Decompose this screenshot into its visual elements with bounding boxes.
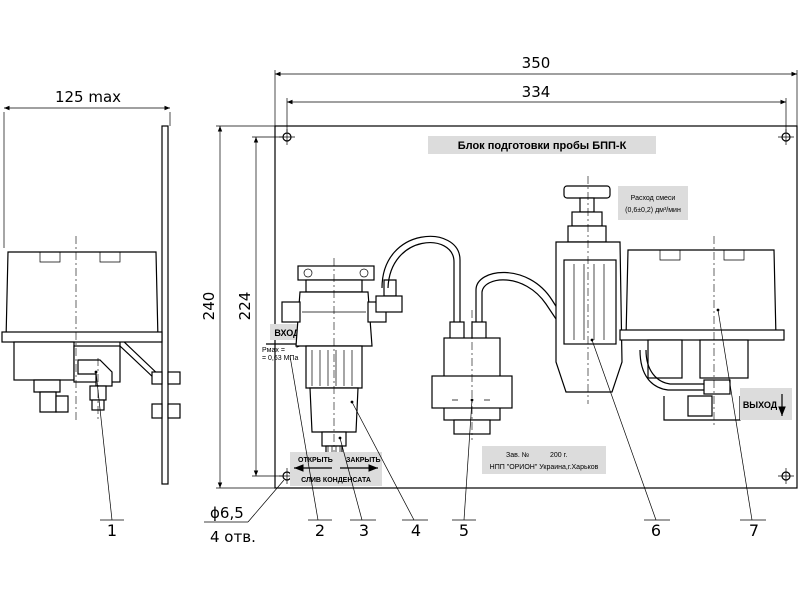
side-bolt-top (151, 371, 163, 385)
flowmeter (555, 176, 623, 404)
hole-height-dimension: 224 (236, 292, 254, 321)
gauge-housing (619, 236, 785, 428)
serial-plate (482, 446, 606, 474)
drain-label: СЛИВ КОНДЕНСАТА (301, 477, 371, 484)
side-view: 125 max (1, 88, 181, 485)
total-width-dimension: 350 (522, 54, 551, 72)
input-label: ВХОД (274, 328, 300, 338)
title-plate (428, 136, 656, 154)
callout-4: 4 (411, 521, 421, 540)
panel-title: Блок подготовки пробы БПП-К (458, 140, 627, 152)
side-plate (161, 125, 169, 485)
maker-label: НПП "ОРИОН" Украина,г.Харьков (490, 464, 599, 471)
drain-plate (290, 452, 382, 486)
hole-width-dimension: 334 (522, 83, 551, 101)
dimensions: 350 334 240 224 ϕ6,5 4 отв. (200, 54, 798, 546)
hole-diameter: ϕ6,5 (210, 504, 244, 522)
year-label: 200 г. (550, 452, 567, 459)
flow-plate (618, 186, 688, 220)
side-bolt-bottom (151, 403, 163, 419)
tubing (375, 235, 567, 323)
serial-label: Зав. № (506, 452, 529, 459)
callout-1: 1 (107, 521, 117, 540)
flow-label: Расход смеси (631, 195, 676, 202)
output-label: ВЫХОД (743, 400, 778, 410)
callout-5: 5 (459, 521, 469, 540)
flow-value: (0,6±0,2) дм³/мин (625, 207, 681, 214)
callout-3: 3 (359, 521, 369, 540)
callout-6: 6 (651, 521, 661, 540)
callouts: 1 2 3 4 5 6 7 (95, 309, 766, 540)
input-plate (270, 324, 304, 340)
regulator-box (431, 310, 513, 440)
close-label: ЗАКРЫТЬ (346, 457, 381, 464)
hole-count: 4 отв. (210, 528, 256, 546)
open-label: ОТКРЫТЬ (298, 457, 333, 464)
callout-7: 7 (749, 521, 759, 540)
pressure-line-2: = 0,63 МПа (262, 355, 298, 362)
side-width-dimension: 125 max (55, 88, 121, 106)
pressure-line-1: Pмах = (262, 347, 285, 354)
side-housing (5, 251, 159, 341)
total-height-dimension: 240 (200, 292, 218, 321)
filter-assembly (281, 258, 387, 468)
front-view: Блок подготовки пробы БПП-К Расход смеси… (262, 125, 798, 489)
callout-2: 2 (315, 521, 325, 540)
